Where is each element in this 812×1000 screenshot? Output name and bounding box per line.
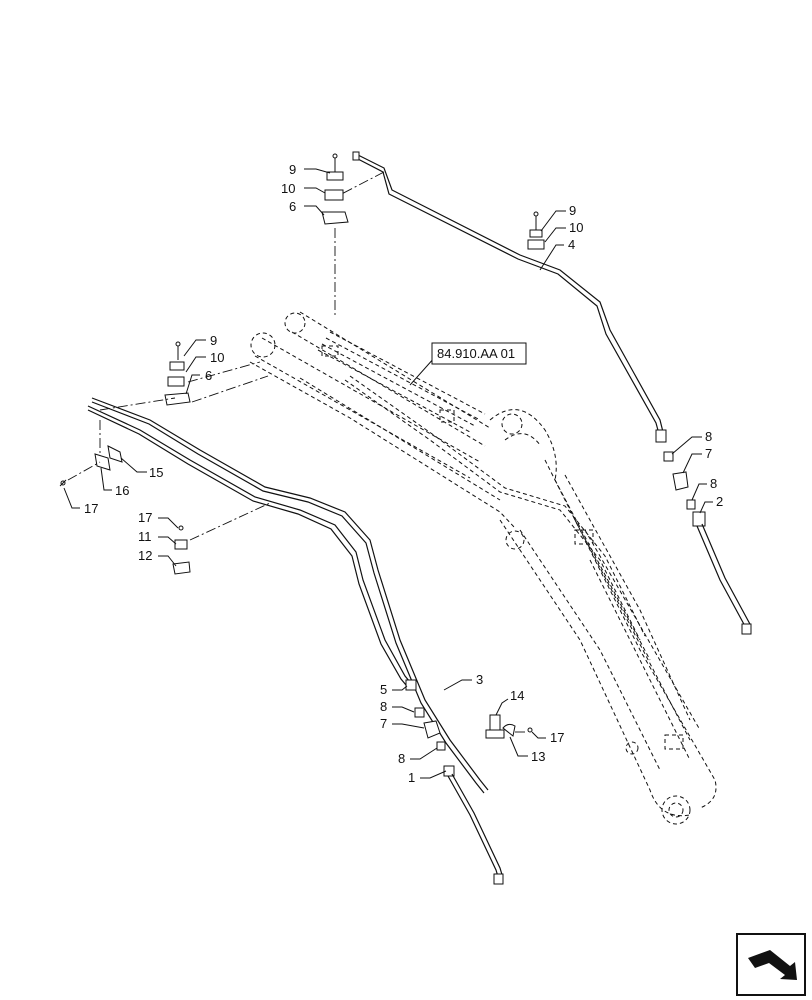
pipe-1 bbox=[447, 773, 504, 885]
callout-6-left: 6 bbox=[205, 368, 212, 383]
fittings-right bbox=[663, 451, 706, 527]
callout-5: 5 bbox=[380, 682, 387, 697]
callout-13: 13 bbox=[531, 749, 545, 764]
callout-10-right: 10 bbox=[569, 220, 583, 235]
callout-14: 14 bbox=[510, 688, 524, 703]
callout-8-left-b: 8 bbox=[398, 751, 405, 766]
callout-15: 15 bbox=[149, 465, 163, 480]
clamp-set-upper-right bbox=[329, 171, 545, 250]
pipe-2 bbox=[696, 523, 752, 635]
callout-17-lower: 17 bbox=[550, 730, 564, 745]
leader-lines bbox=[63, 168, 713, 779]
callout-2: 2 bbox=[716, 494, 723, 509]
callout-17-mid: 17 bbox=[138, 510, 152, 525]
bracket-set-left bbox=[59, 420, 123, 487]
callout-8-right-b: 8 bbox=[710, 476, 717, 491]
callout-8-right-a: 8 bbox=[705, 429, 712, 444]
callout-11: 11 bbox=[138, 529, 152, 544]
clamp-set-left bbox=[99, 341, 269, 411]
callout-10-left: 10 bbox=[210, 350, 224, 365]
reference-box[interactable]: 84.910.AA 01 bbox=[431, 342, 527, 365]
clamp-set-top-center bbox=[321, 153, 349, 315]
callout-7-right: 7 bbox=[705, 446, 712, 461]
boom-outline bbox=[249, 311, 717, 825]
callout-7-left: 7 bbox=[380, 716, 387, 731]
reference-box-label: 84.910.AA 01 bbox=[437, 346, 515, 361]
fittings-lower-left bbox=[414, 707, 455, 777]
pipe-4 bbox=[352, 151, 667, 443]
callouts: 9 10 6 9 10 4 9 10 6 15 16 17 17 11 12 5… bbox=[84, 162, 723, 785]
clamp-set-mid-left bbox=[172, 502, 271, 575]
callout-6-top: 6 bbox=[289, 199, 296, 214]
clamp-set-lower bbox=[485, 714, 533, 739]
callout-9-left: 9 bbox=[210, 333, 217, 348]
callout-1: 1 bbox=[408, 770, 415, 785]
callout-9-right: 9 bbox=[569, 203, 576, 218]
callout-12: 12 bbox=[138, 548, 152, 563]
callout-3: 3 bbox=[476, 672, 483, 687]
callout-9-top: 9 bbox=[289, 162, 296, 177]
next-page-arrow-icon[interactable] bbox=[736, 933, 806, 996]
callout-16: 16 bbox=[115, 483, 129, 498]
callout-17-left: 17 bbox=[84, 501, 98, 516]
callout-8-left-a: 8 bbox=[380, 699, 387, 714]
callout-4: 4 bbox=[568, 237, 575, 252]
boom-pipes bbox=[317, 331, 646, 641]
callout-10-top: 10 bbox=[281, 181, 295, 196]
pipe-5 bbox=[87, 405, 417, 691]
pipe-3 bbox=[91, 397, 489, 794]
